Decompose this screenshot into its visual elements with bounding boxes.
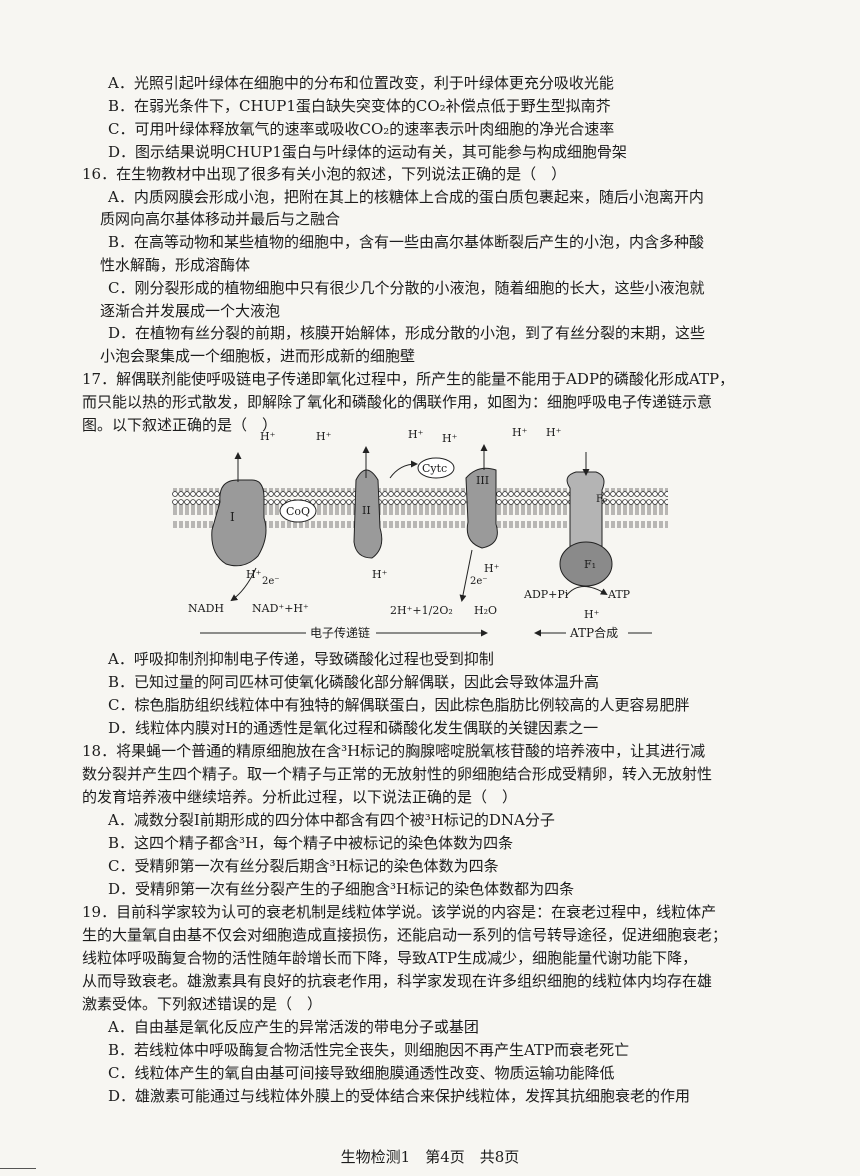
h-plus-4: H⁺ (442, 432, 458, 445)
coq-label: CoQ (286, 505, 310, 518)
q17-option-d: D．线粒体内膜对H的通透性是氧化过程和磷酸化发生偶联的关键因素之一 (108, 719, 599, 737)
cytc-ellipse (417, 457, 455, 479)
complex-i-label: I (230, 510, 235, 524)
q18-stem-3: 的发育培养液中继续培养。分析此过程，以下说法正确的是（ ） (82, 788, 518, 806)
h-plus-3: H⁺ (408, 428, 424, 441)
cytc-label: Cytc (422, 462, 447, 475)
q18-option-d: D．受精卵第一次有丝分裂产生的子细胞含³H标记的染色体数都为四条 (108, 880, 575, 898)
q15-option-b: B．在弱光条件下，CHUP1蛋白缺失突变体的CO₂补偿点低于野生型拟南芥 (108, 97, 611, 115)
q18-option-b: B．这四个精子都含³H，每个精子中被标记的染色体数为四条 (108, 834, 514, 852)
q19-option-c: C．线粒体产生的氧自由基可间接导致细胞膜通透性改变、物质运输功能降低 (108, 1064, 615, 1082)
q18-option-c: C．受精卵第一次有丝分裂后期含³H标记的染色体数为四条 (108, 857, 499, 875)
complex-ii-shape (353, 469, 383, 559)
q18-option-a: A．减数分裂Ⅰ前期形成的四分体中都含有四个被³H标记的DNA分子 (108, 811, 555, 829)
q19-stem-3: 线粒体呼吸酶复合物的活性随年龄增长而下降，导致ATP生成减少，细胞能量代谢功能下… (82, 949, 698, 967)
e-label-left: 2e⁻ (262, 576, 280, 587)
atp-label: ATP (607, 588, 631, 601)
q17-stem-3: 图。以下叙述正确的是（ ） (82, 416, 278, 434)
q19-option-d: D．雄激素可能通过与线粒体外膜上的受体结合来保护线粒体，发挥其抗细胞衰老的作用 (108, 1087, 691, 1105)
q16-option-a: A．内质网膜会形成小泡，把附在其上的核糖体上合成的蛋白质包裹起来，随后小泡离开内 (108, 188, 704, 206)
h-plus-1: H⁺ (260, 430, 276, 443)
complex-ii-label: II (362, 504, 371, 517)
h-plus-10: H⁺ (584, 608, 600, 621)
q15-option-d: D．图示结果说明CHUP1蛋白与叶绿体的运动有关，其可能参与构成细胞骨架 (108, 143, 627, 161)
f0-label: F₀ (596, 494, 607, 505)
complex-iii-label: III (476, 474, 489, 487)
complex-iii-shape (465, 467, 498, 549)
q18-stem-2: 数分裂并产生四个精子。取一个精子与正常的无放射性的卵细胞结合形成受精卵，转入无放… (82, 765, 713, 783)
q19-option-b: B．若线粒体中呼吸酶复合物活性完全丧失，则细胞因不再产生ATP而衰老死亡 (108, 1041, 630, 1059)
q19-stem-4: 从而导致衰老。雄激素具有良好的抗衰老作用，科学家发现在许多组织细胞的线粒体内均存… (82, 972, 713, 990)
h-plus-6: H⁺ (546, 426, 562, 439)
q15-option-a: A．光照引起叶绿体在细胞中的分布和位置改变，利于叶绿体更充分吸收光能 (108, 74, 614, 92)
f1-label: F₁ (584, 558, 596, 571)
page-footer: 生物检测1 第4页 共8页 (340, 1148, 520, 1166)
h-plus-9: H⁺ (484, 562, 500, 575)
cytc-arrow (389, 460, 418, 479)
h-plus-5: H⁺ (512, 426, 528, 439)
electron-transport-chain-diagram: I II III CoQ Cytc F₀ F₁ H⁺ H⁺ H⁺ H⁺ H⁺ H… (172, 426, 668, 640)
q16-option-d-cont: 小泡会聚集成一个细胞板，进而形成新的细胞壁 (100, 347, 416, 365)
q16-option-b-cont: 性水解酶，形成溶酶体 (100, 256, 251, 274)
q16-option-a-cont: 质网向高尔基体移动并最后与之融合 (100, 210, 341, 228)
q17-stem-1: 17．解偶联剂能使呼吸链电子传递即氧化过程中，所产生的能量不能用于ADP的磷酸化… (82, 370, 735, 388)
e-label-right: 2e⁻ (470, 576, 488, 587)
atp-synthase-f1 (559, 541, 613, 587)
q16-option-d: D．在植物有丝分裂的前期，核膜开始解体，形成分散的小泡，到了有丝分裂的末期，这些 (108, 324, 706, 342)
q19-stem-1: 19．目前科学家较为认可的衰老机制是线粒体学说。该学说的内容是：在衰老过程中，线… (82, 903, 717, 921)
electron-arrow-left (230, 567, 257, 602)
q15-option-c: C．可用叶绿体释放氧气的速率或吸收CO₂的速率表示叶肉细胞的净光合速率 (108, 120, 615, 138)
q17-option-b: B．已知过量的阿司匹林可使氧化磷酸化部分解偶联，因此会导致体温升高 (108, 673, 600, 691)
adp-label: ADP+Pi (523, 588, 569, 601)
q19-stem-5: 激素受体。下列叙述错误的是（ ） (82, 995, 323, 1013)
atp-synthase-f0 (566, 471, 605, 547)
water-in-label: 2H⁺+1/2O₂ (390, 604, 453, 617)
h-plus-7: H⁺ (246, 568, 262, 581)
q17-stem-2: 而只能以热的形式散发，即解除了氧化和磷酸化的偶联作用，如图为：细胞呼吸电子传递链… (82, 393, 713, 411)
nad-label: NAD⁺+H⁺ (252, 602, 309, 615)
q18-stem-1: 18．将果蝇一个普通的精原细胞放在含³H标记的胸腺嘧啶脱氧核苷酸的培养液中，让其… (82, 742, 706, 760)
etc-label: 电子传递链 (310, 625, 370, 640)
corner-mark (0, 1168, 36, 1169)
q16-stem: 16．在生物教材中出现了很多有关小泡的叙述，下列说法正确的是（ ） (82, 165, 567, 183)
q16-option-b: B．在高等动物和某些植物的细胞中，含有一些由高尔基体断裂后产生的小泡，内含多种酸 (108, 233, 705, 251)
h-plus-8: H⁺ (372, 568, 388, 581)
adp-arrow (565, 586, 608, 597)
h-plus-2: H⁺ (316, 430, 332, 443)
q17-option-a: A．呼吸抑制剂抑制电子传递，导致磷酸化过程也受到抑制 (108, 650, 494, 668)
q16-option-c-cont: 逐渐合并发展成一个大液泡 (100, 302, 281, 320)
nadh-label: NADH (188, 602, 224, 615)
atp-synthesis-label: ATP合成 (569, 625, 618, 640)
water-out-label: H₂O (474, 604, 497, 617)
complex-i-shape (211, 479, 267, 567)
q19-option-a: A．自由基是氧化反应产生的异常活泼的带电分子或基团 (108, 1018, 479, 1036)
q17-option-c: C．棕色脂肪组织线粒体中有独特的解偶联蛋白，因此棕色脂肪比例较高的人更容易肥胖 (108, 696, 690, 714)
q19-stem-2: 生的大量氧自由基不仅会对细胞造成直接损伤，还能启动一系列的信号转导途径，促进细胞… (82, 926, 728, 944)
q16-option-c: C．刚分裂形成的植物细胞中只有很少几个分散的小液泡，随着细胞的长大，这些小液泡就 (108, 279, 705, 297)
coq-ellipse (279, 499, 317, 523)
electron-arrow-right (459, 549, 473, 602)
